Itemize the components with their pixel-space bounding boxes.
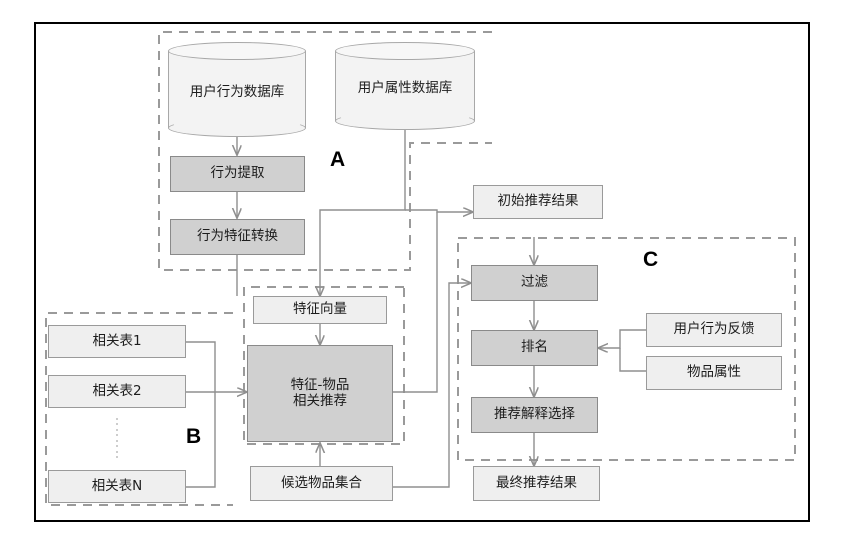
node-final-rec-result: 最终推荐结果 — [473, 466, 600, 501]
group-label-a: A — [330, 148, 346, 171]
node-label: 相关表2 — [92, 382, 142, 399]
node-label: 推荐解释选择 — [494, 406, 575, 423]
node-feature-vector: 特征向量 — [253, 296, 387, 324]
node-label-line1: 特征-物品 — [290, 376, 350, 393]
cylinder-body — [168, 51, 306, 128]
node-relation-table-n: 相关表N — [48, 470, 186, 503]
node-initial-rec-result: 初始推荐结果 — [473, 185, 603, 219]
node-label: 用户行为反馈 — [673, 321, 755, 338]
node-relation-table-2: 相关表2 — [48, 375, 186, 408]
node-filter: 过滤 — [471, 265, 598, 301]
node-label: 最终推荐结果 — [496, 474, 577, 491]
node-label: 候选物品集合 — [281, 474, 362, 491]
node-item-attribute: 物品属性 — [646, 356, 782, 390]
node-label: 相关表N — [91, 477, 143, 494]
group-label-c: C — [643, 248, 659, 271]
node-relation-table-1: 相关表1 — [48, 325, 186, 358]
node-ranking: 排名 — [471, 330, 598, 366]
cylinder-top — [168, 42, 306, 60]
cylinder-bottom — [168, 119, 306, 137]
node-label: 用户属性数据库 — [357, 80, 453, 96]
node-rec-explanation-select: 推荐解释选择 — [471, 397, 598, 433]
node-label: 排名 — [521, 339, 548, 356]
node-behavior-extract: 行为提取 — [170, 156, 305, 192]
node-user-behavior-db: 用户行为数据库 — [168, 42, 306, 137]
cylinder-bottom — [335, 112, 475, 130]
node-label: 初始推荐结果 — [497, 193, 579, 210]
node-user-behavior-feedback: 用户行为反馈 — [646, 313, 782, 347]
node-label-line2: 相关推荐 — [293, 392, 347, 409]
node-label: 用户行为数据库 — [189, 83, 285, 100]
node-label: 特征向量 — [293, 301, 347, 318]
node-behavior-feature-transform: 行为特征转换 — [170, 219, 305, 255]
cylinder-body — [335, 51, 475, 121]
node-label: 行为提取 — [210, 165, 265, 182]
node-candidate-item-set: 候选物品集合 — [250, 466, 393, 501]
node-label: 物品属性 — [687, 364, 741, 381]
node-label: 行为特征转换 — [197, 228, 278, 245]
cylinder-top — [335, 42, 475, 60]
ellipsis-dots-icon — [116, 418, 118, 458]
node-label: 过滤 — [521, 274, 548, 291]
group-label-b: B — [186, 425, 202, 448]
node-user-attribute-db: 用户属性数据库 — [335, 42, 475, 130]
node-label: 相关表1 — [92, 332, 142, 349]
node-feature-item-recommendation: 特征-物品 相关推荐 — [247, 345, 393, 442]
